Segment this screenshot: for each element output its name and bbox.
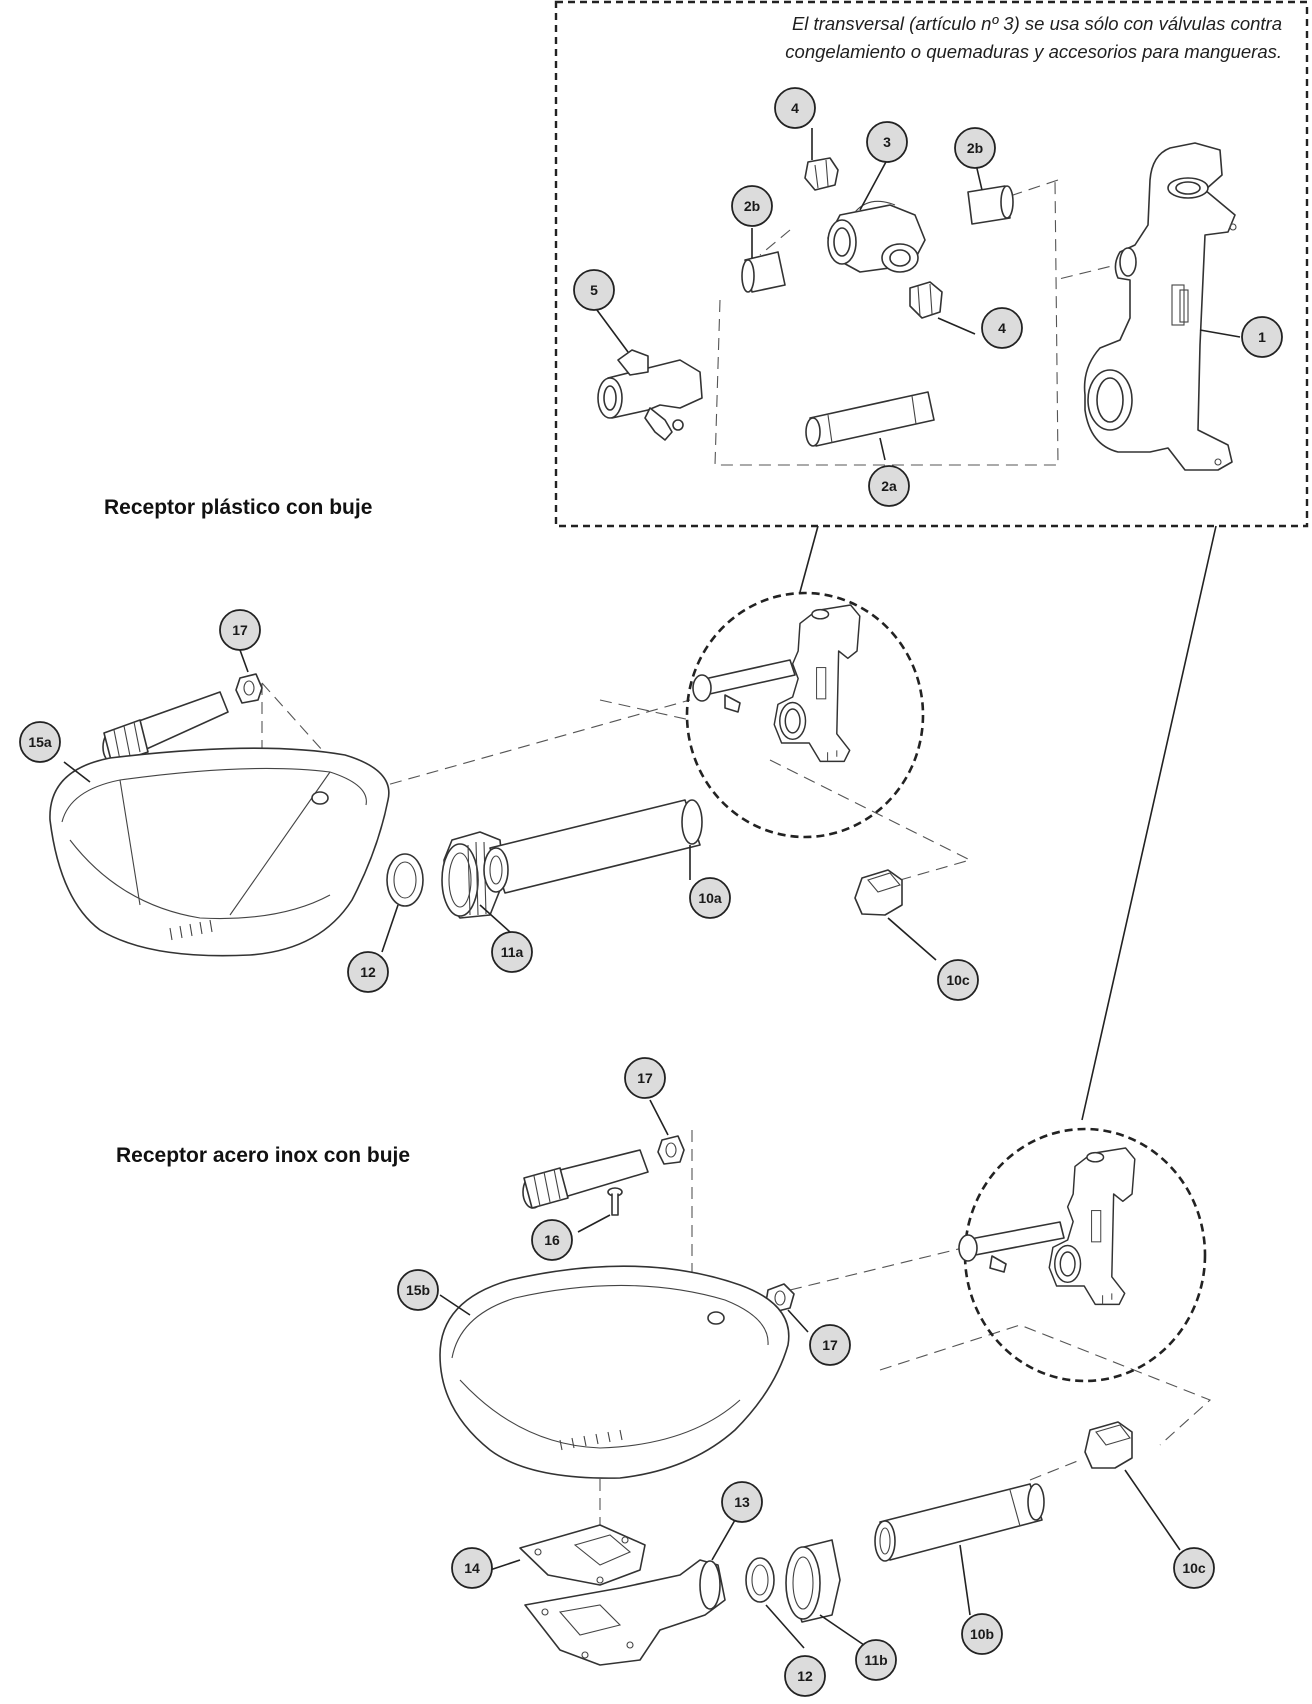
plastic-zoom-mount [773, 604, 861, 763]
stainless-zoom-valve [958, 1221, 1065, 1273]
plastic-bowl-15a [49, 747, 390, 957]
callout-10c-stainless: 10c [1173, 1547, 1215, 1589]
svg-text:4: 4 [791, 100, 799, 116]
part-mounting-body [1083, 142, 1237, 471]
svg-text:15a: 15a [28, 734, 52, 750]
svg-text:10c: 10c [946, 972, 970, 988]
callout-10b: 10b [961, 1613, 1003, 1655]
callout-10c-plastic: 10c [937, 959, 979, 1001]
callout-15b: 15b [397, 1269, 439, 1311]
stainless-part-bracket-14 [519, 1524, 646, 1586]
section-title-stainless: Receptor acero inox con buje [116, 1144, 410, 1167]
svg-text:4: 4 [998, 320, 1006, 336]
part-plug-top [804, 157, 839, 191]
part-plug-bottom [909, 281, 943, 319]
stainless-part-bushing [522, 1149, 649, 1209]
callout-12-plastic: 12 [347, 951, 389, 993]
callout-17-plastic: 17 [219, 609, 261, 651]
part-nipple-long [805, 391, 935, 447]
callout-17-stainless-top: 17 [624, 1057, 666, 1099]
part-transversal-cross [827, 200, 926, 273]
svg-text:10c: 10c [1182, 1560, 1206, 1576]
stainless-zoom-mount [1048, 1147, 1136, 1306]
svg-text:2b: 2b [967, 140, 983, 156]
plastic-zoom-circle [685, 591, 925, 839]
svg-text:11b: 11b [864, 1652, 887, 1668]
stainless-zoom-circle [963, 1127, 1207, 1383]
callout-4-top: 4 [774, 87, 816, 129]
stainless-part-cap-10c [1084, 1421, 1133, 1469]
callout-2a: 2a [868, 465, 910, 507]
plastic-assembly-guides [261, 682, 972, 881]
plastic-zoom-valve [692, 659, 796, 713]
callout-4-bottom: 4 [981, 307, 1023, 349]
section-title-plastic: Receptor plástico con buje [104, 496, 372, 519]
plastic-part-bushing [102, 691, 229, 765]
svg-text:17: 17 [637, 1070, 653, 1086]
svg-text:15b: 15b [406, 1282, 430, 1298]
svg-text:2a: 2a [881, 478, 897, 494]
svg-text:17: 17 [822, 1337, 838, 1353]
plastic-part-nut-11a [441, 831, 505, 919]
callout-5: 5 [573, 269, 615, 311]
stainless-leaders [439, 1099, 1181, 1649]
part-nipple-short-left [741, 251, 786, 293]
callout-11b: 11b [855, 1639, 897, 1681]
connector-line-left [799, 525, 819, 593]
stainless-bowl-15b [439, 1265, 790, 1479]
svg-text:12: 12 [360, 964, 376, 980]
callout-13: 13 [721, 1481, 763, 1523]
note-line-2: congelamiento o quemaduras y accesorios … [785, 41, 1282, 62]
callout-12-stainless: 12 [784, 1655, 826, 1697]
svg-text:14: 14 [464, 1560, 480, 1576]
stainless-part-screw-16 [607, 1187, 623, 1216]
svg-text:11a: 11a [501, 944, 524, 960]
svg-text:17: 17 [232, 622, 248, 638]
part-nipple-short-right [967, 185, 1014, 225]
plastic-part-washer-12 [386, 853, 424, 907]
callout-16: 16 [531, 1219, 573, 1261]
svg-text:2b: 2b [744, 198, 760, 214]
note-line-1: El transversal (artículo nº 3) se usa só… [792, 13, 1282, 34]
stainless-part-nut-17-top [657, 1135, 685, 1165]
svg-text:13: 13 [734, 1494, 750, 1510]
callout-17-stainless-right: 17 [809, 1324, 851, 1366]
callout-14: 14 [451, 1547, 493, 1589]
callout-10a: 10a [689, 877, 731, 919]
callout-1: 1 [1241, 316, 1283, 358]
svg-text:12: 12 [797, 1668, 813, 1684]
plastic-leaders [63, 649, 937, 961]
stainless-part-nut-11b [785, 1539, 841, 1623]
assembly-guide-lines [679, 179, 1129, 466]
svg-text:3: 3 [883, 134, 891, 150]
stainless-part-pipe-10b [874, 1483, 1045, 1562]
stainless-part-washer-12 [745, 1557, 775, 1603]
callout-2b-right: 2b [954, 127, 996, 169]
note-box [554, 0, 1309, 528]
callout-3: 3 [866, 121, 908, 163]
connector-line-right [1081, 525, 1217, 1121]
stainless-part-housing-13 [524, 1559, 726, 1666]
part-valve [597, 349, 703, 441]
plastic-part-pipe-10a [483, 799, 703, 894]
svg-text:16: 16 [544, 1232, 560, 1248]
svg-text:10b: 10b [970, 1626, 994, 1642]
callout-15a: 15a [19, 721, 61, 763]
plastic-part-cap-10c [854, 869, 903, 916]
svg-text:10a: 10a [698, 890, 722, 906]
callout-2b-left: 2b [731, 185, 773, 227]
plastic-part-nut-17 [235, 673, 263, 704]
svg-text:1: 1 [1258, 329, 1266, 345]
svg-text:5: 5 [590, 282, 598, 298]
callout-11a: 11a [491, 931, 533, 973]
